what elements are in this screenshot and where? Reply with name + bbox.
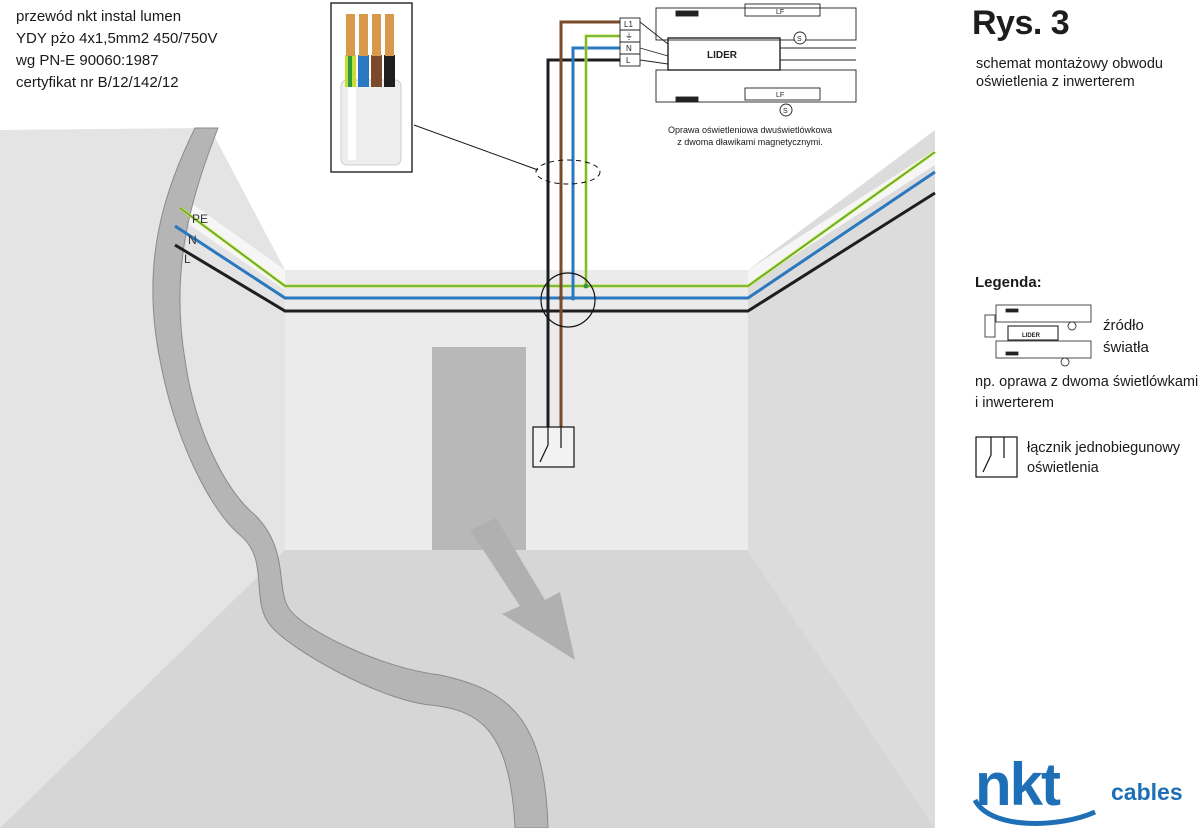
cable-info-line: YDY pżo 4x1,5mm2 450/750V	[16, 30, 218, 47]
brand-swoosh	[972, 798, 1097, 826]
vertical-wires	[546, 20, 620, 430]
junction-node	[583, 283, 589, 289]
fixture-schematic	[619, 3, 857, 117]
junction-node	[570, 295, 576, 301]
fixture-caption-line: Oprawa oświetleniowa dwuświetlówkowa	[667, 125, 833, 135]
legend-switch-label: łącznik jednobiegunowy oświetlenia	[1027, 438, 1180, 478]
legend-mini-box-label: LIDER	[1022, 333, 1041, 339]
vertical-wire-l	[546, 58, 620, 430]
figure-subtitle-line: oświetlenia z inwerterem	[976, 74, 1135, 90]
figure-subtitle: schemat montażowy obwodu oświetlenia z i…	[976, 55, 1163, 91]
legend-light-source-line: światła	[1103, 339, 1149, 356]
legend-light-source-icon	[984, 304, 1092, 367]
junction-box	[540, 272, 596, 328]
legend-switch-icon	[975, 436, 1018, 478]
junction-node	[558, 295, 564, 301]
doorway	[432, 347, 526, 550]
legend-light-source-line: źródło	[1103, 317, 1144, 334]
legend-switch-line: łącznik jednobiegunowy	[1027, 440, 1181, 456]
brand-suffix: cables	[1111, 779, 1183, 805]
terminal-l: L	[626, 56, 631, 65]
wire-label-pe: PE	[192, 212, 208, 226]
cable-info-line: przewód nkt instal lumen	[16, 8, 182, 25]
vertical-wire-n	[571, 46, 620, 298]
cable-cross-section-icon	[330, 2, 413, 173]
cable-callout-leader	[413, 124, 539, 171]
legend-light-source-example-line: np. oprawa z dwoma świetlówkami	[975, 374, 1199, 390]
wire-l	[174, 191, 936, 313]
lamp-label-top: LF	[776, 9, 784, 16]
starter-label-bottom: S	[783, 108, 788, 115]
starter-label-top: S	[797, 36, 802, 43]
legend-switch-line: oświetlenia	[1027, 460, 1099, 476]
left-wall	[0, 128, 285, 828]
legend-light-source-example-line: i inwerterem	[975, 395, 1054, 411]
wire-pe-stripe	[179, 151, 936, 287]
cable-info-line: wg PN-E 90060:1987	[16, 52, 159, 69]
cable-callout-ring	[535, 159, 601, 185]
wire-label-n: N	[188, 233, 197, 247]
vertical-wire-pe-stripe	[585, 35, 620, 286]
terminal-pe: ⏚	[625, 32, 633, 41]
legend-light-source-label: źródło światła	[1103, 315, 1149, 359]
single-pole-switch-icon	[532, 426, 575, 468]
vertical-wire-pe	[584, 34, 620, 286]
right-wall	[748, 130, 935, 828]
ballast-label: LIDER	[707, 50, 738, 61]
exit-arrow-icon	[470, 518, 575, 660]
ceiling-wires	[174, 150, 936, 313]
wire-label-l: L	[184, 252, 191, 266]
vertical-wire-l1	[559, 20, 620, 430]
figure-subtitle-line: schemat montażowy obwodu	[976, 56, 1163, 72]
terminal-n: N	[626, 44, 632, 53]
cable-info: przewód nkt instal lumen YDY pżo 4x1,5mm…	[16, 6, 218, 94]
figure-title: Rys. 3	[972, 4, 1070, 42]
legend-title: Legenda:	[975, 274, 1042, 291]
brand-logo: nkt	[975, 751, 1061, 818]
legend-light-source-example: np. oprawa z dwoma świetlówkami i inwert…	[975, 372, 1198, 414]
terminal-l1: L1	[624, 20, 633, 29]
lamp-label-bottom: LF	[776, 92, 784, 99]
cable-info-line: certyfikat nr B/12/142/12	[16, 74, 179, 91]
wire-n	[174, 170, 936, 300]
fixture-caption: Oprawa oświetleniowa dwuświetlówkowa z d…	[640, 124, 860, 148]
fixture-caption-line: z dwoma dławikami magnetycznymi.	[677, 137, 823, 147]
